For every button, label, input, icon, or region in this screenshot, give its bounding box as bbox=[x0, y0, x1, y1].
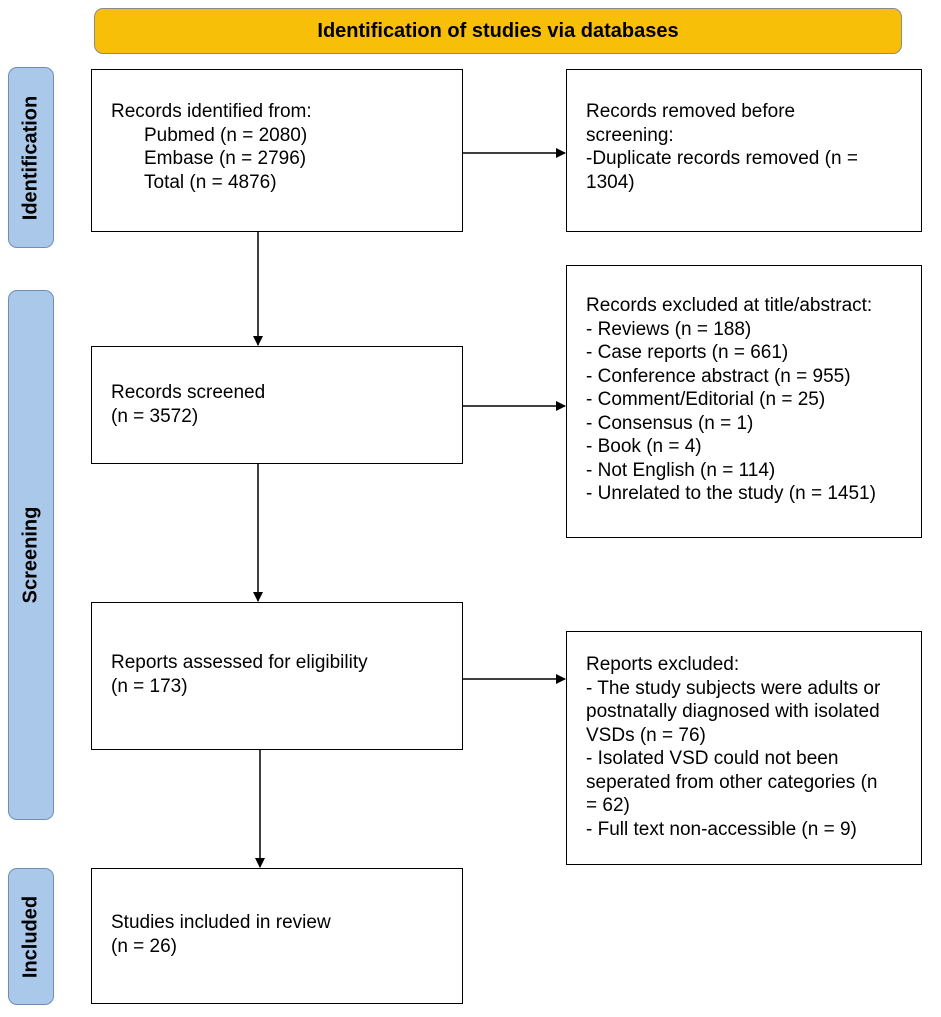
reports-assessed-label: Reports assessed for eligibility bbox=[111, 652, 368, 673]
reports-excluded-line: = 62) bbox=[586, 795, 630, 816]
records-removed-line: 1304) bbox=[586, 171, 635, 193]
records-removed-line: screening: bbox=[586, 124, 674, 146]
records-identified-heading: Records identified from: bbox=[111, 101, 312, 122]
excluded-title-item: - Conference abstract (n = 955) bbox=[586, 365, 851, 387]
records-screened-box: Records screened (n = 3572) bbox=[91, 346, 463, 464]
phase-identification: Identification bbox=[8, 67, 54, 248]
reports-assessed-count: (n = 173) bbox=[111, 675, 188, 697]
excluded-title-item: - Case reports (n = 661) bbox=[586, 342, 789, 363]
excluded-title-item: - Reviews (n = 188) bbox=[586, 318, 752, 340]
reports-excluded-line: - The study subjects were adults or bbox=[586, 677, 881, 699]
records-removed-box: Records removed before screening: -Dupli… bbox=[566, 69, 922, 232]
reports-excluded-line: - Full text non-accessible (n = 9) bbox=[586, 818, 857, 840]
excluded-title-item: - Book (n = 4) bbox=[586, 436, 702, 457]
excluded-title-item: - Comment/Editorial (n = 25) bbox=[586, 389, 826, 410]
phase-included: Included bbox=[8, 868, 54, 1005]
header-banner: Identification of studies via databases bbox=[94, 8, 902, 54]
pubmed-count: Pubmed (n = 2080) bbox=[144, 124, 308, 146]
reports-excluded-box: Reports excluded: - The study subjects w… bbox=[566, 631, 922, 865]
reports-assessed-box: Reports assessed for eligibility (n = 17… bbox=[91, 602, 463, 750]
reports-excluded-line: Reports excluded: bbox=[586, 654, 740, 675]
reports-excluded-line: postnatally diagnosed with isolated bbox=[586, 701, 880, 722]
studies-included-count: (n = 26) bbox=[111, 935, 178, 957]
excluded-title-item: - Not English (n = 114) bbox=[586, 459, 776, 481]
studies-included-box: Studies included in review (n = 26) bbox=[91, 868, 463, 1004]
excluded-title-item: - Consensus (n = 1) bbox=[586, 412, 754, 434]
reports-excluded-line: seperated from other categories (n bbox=[586, 771, 878, 793]
records-screened-label: Records screened bbox=[111, 382, 266, 403]
reports-excluded-line: - Isolated VSD could not been bbox=[586, 748, 839, 769]
records-removed-line: Records removed before bbox=[586, 101, 796, 122]
records-screened-count: (n = 3572) bbox=[111, 405, 199, 427]
records-identified-box: Records identified from: Pubmed (n = 208… bbox=[91, 69, 463, 232]
header-title: Identification of studies via databases bbox=[317, 19, 679, 42]
embase-count: Embase (n = 2796) bbox=[144, 148, 307, 169]
studies-included-label: Studies included in review bbox=[111, 912, 331, 933]
records-removed-line: -Duplicate records removed (n = bbox=[586, 148, 858, 169]
excluded-title-item: - Unrelated to the study (n = 1451) bbox=[586, 483, 876, 504]
reports-excluded-line: VSDs (n = 76) bbox=[586, 724, 706, 746]
total-count: Total (n = 4876) bbox=[144, 171, 277, 193]
excluded-title-heading: Records excluded at title/abstract: bbox=[586, 295, 873, 316]
phase-screening: Screening bbox=[8, 290, 54, 820]
records-excluded-title-box: Records excluded at title/abstract: - Re… bbox=[566, 265, 922, 538]
